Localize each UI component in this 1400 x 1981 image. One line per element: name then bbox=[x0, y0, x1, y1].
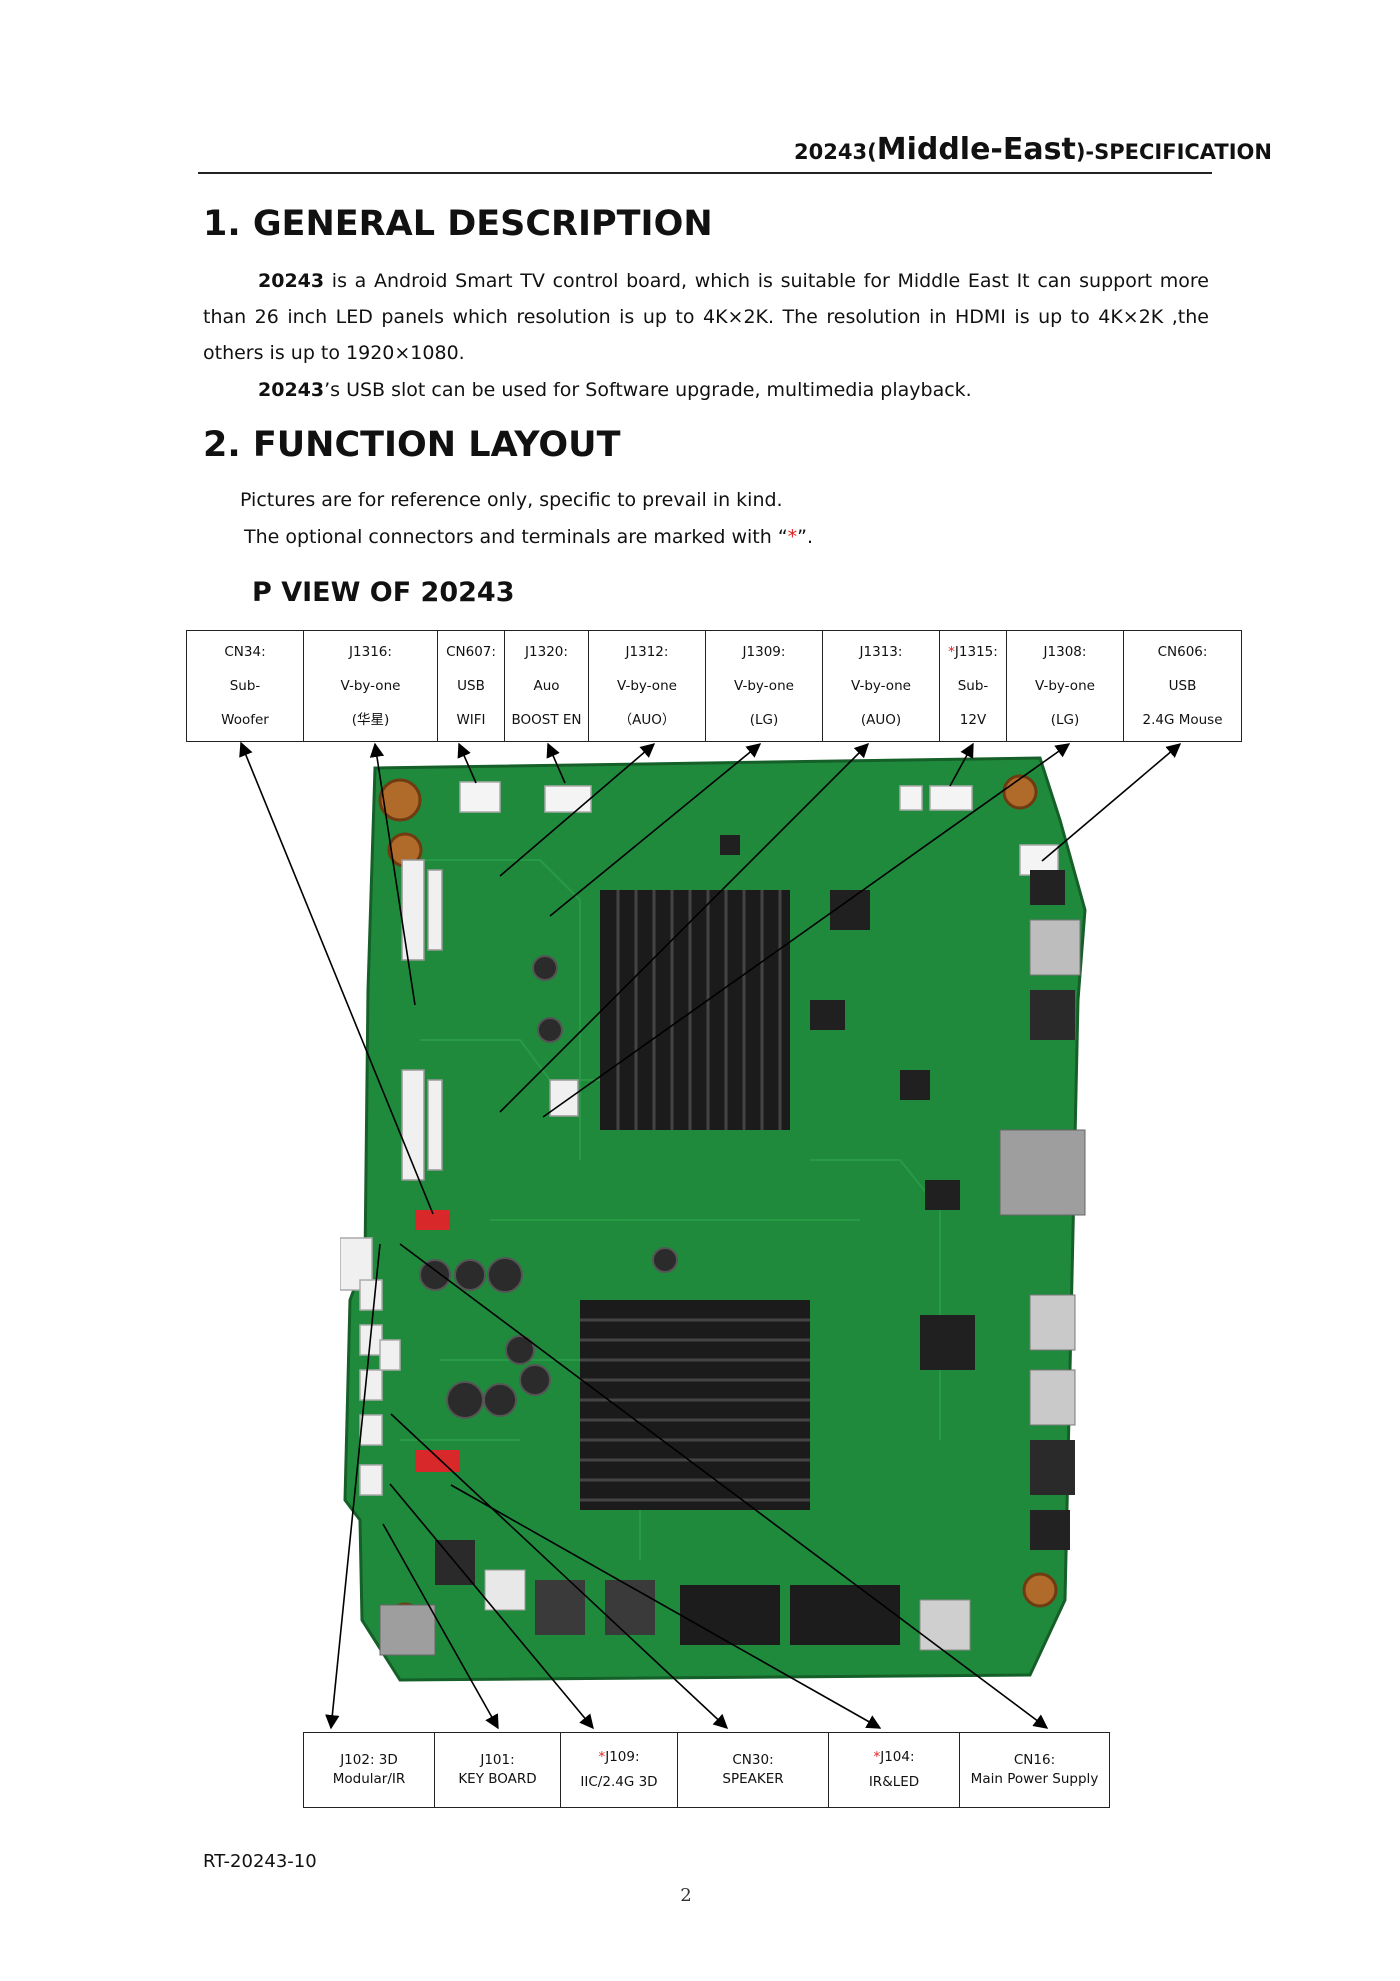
connector-id: J102: 3D bbox=[340, 1752, 398, 1768]
connector-desc: V-by-one bbox=[1035, 678, 1095, 694]
connector-desc: (LG) bbox=[749, 712, 779, 728]
connector-cell-j1316: J1316: V-by-one (华星) bbox=[303, 630, 438, 742]
connector-desc: V-by-one bbox=[734, 678, 794, 694]
model-name: 20243 bbox=[258, 270, 325, 292]
connector-desc: WIFI bbox=[456, 712, 486, 728]
connector-id: J1320: bbox=[525, 644, 568, 660]
header-divider bbox=[198, 172, 1212, 174]
connector-desc: IIC/2.4G 3D bbox=[580, 1774, 658, 1790]
p-view-title: P VIEW OF 20243 bbox=[252, 577, 515, 608]
connector-id: J1315: bbox=[954, 644, 998, 660]
connector-cell-j1313: J1313: V-by-one (AUO) bbox=[822, 630, 940, 742]
connector-desc: IR&LED bbox=[868, 1774, 920, 1790]
connector-desc: 2.4G Mouse bbox=[1142, 712, 1223, 728]
connector-id: J101: bbox=[480, 1752, 515, 1768]
connector-desc: (LG) bbox=[1050, 712, 1080, 728]
connector-desc: 12V bbox=[959, 712, 987, 728]
description-text: is a Android Smart TV control board, whi… bbox=[203, 270, 1209, 364]
model-name: 20243 bbox=[258, 379, 325, 401]
description-paragraph-2: 20243’s USB slot can be used for Softwar… bbox=[203, 372, 1209, 408]
connector-desc: KEY BOARD bbox=[458, 1771, 537, 1787]
connector-cell-j104: *J104: IR&LED bbox=[828, 1732, 960, 1808]
connector-cell-j1309: J1309: V-by-one (LG) bbox=[705, 630, 823, 742]
connector-cell-cn606: CN606: USB 2.4G Mouse bbox=[1123, 630, 1242, 742]
connector-desc: （AUO） bbox=[618, 712, 676, 728]
connector-id: J1309: bbox=[742, 644, 786, 660]
connector-desc: USB bbox=[1168, 678, 1197, 694]
optional-star: * bbox=[948, 644, 955, 660]
connector-cell-j1312: J1312: V-by-one （AUO） bbox=[588, 630, 706, 742]
heatsink-bottom bbox=[580, 1300, 810, 1510]
reference-note: Pictures are for reference only, specifi… bbox=[240, 489, 783, 511]
connector-desc: Modular/IR bbox=[332, 1771, 406, 1787]
connector-cell-j101: J101: KEY BOARD bbox=[434, 1732, 561, 1808]
connector-desc: Auo bbox=[533, 678, 560, 694]
connector-desc: Sub- bbox=[229, 678, 261, 694]
connector-id: CN16: bbox=[1013, 1752, 1056, 1768]
description-paragraph-1: 20243 is a Android Smart TV control boar… bbox=[203, 263, 1209, 371]
connector-desc: (华星) bbox=[351, 712, 390, 728]
header-title: 20243(Middle-East)-SPECIFICATION bbox=[660, 132, 1272, 167]
connector-cell-j102: J102: 3D Modular/IR bbox=[303, 1732, 435, 1808]
connector-desc: V-by-one bbox=[617, 678, 677, 694]
connector-id: CN606: bbox=[1157, 644, 1208, 660]
header-region: Middle-East bbox=[876, 132, 1076, 167]
connector-cell-j1308: J1308: V-by-one (LG) bbox=[1006, 630, 1124, 742]
connector-id: J1316: bbox=[349, 644, 392, 660]
connector-cell-cn34: CN34: Sub- Woofer bbox=[186, 630, 304, 742]
optional-marker-note: The optional connectors and terminals ar… bbox=[244, 526, 813, 548]
heatsink-top bbox=[600, 890, 790, 1130]
connector-desc: USB bbox=[457, 678, 485, 694]
header-suffix: )-SPECIFICATION bbox=[1075, 140, 1272, 164]
connector-desc: V-by-one bbox=[851, 678, 911, 694]
connector-cell-cn607: CN607: USB WIFI bbox=[437, 630, 505, 742]
usb-description-text: ’s USB slot can be used for Software upg… bbox=[324, 379, 972, 401]
connector-desc: BOOST EN bbox=[511, 712, 582, 728]
connector-cell-cn30: CN30: SPEAKER bbox=[677, 1732, 829, 1808]
section-title-general-description: 1. GENERAL DESCRIPTION bbox=[203, 204, 713, 244]
mainboard-photo bbox=[340, 756, 1087, 1682]
connector-id: J1312: bbox=[625, 644, 669, 660]
connector-desc: (AUO) bbox=[860, 712, 902, 728]
top-connector-table: CN34: Sub- Woofer J1316: V-by-one (华星) CN607… bbox=[186, 630, 1242, 742]
optional-star: * bbox=[873, 1749, 881, 1765]
connector-desc: Main Power Supply bbox=[970, 1771, 1099, 1787]
note-text: The optional connectors and terminals ar… bbox=[244, 526, 788, 548]
document-code: RT-20243-10 bbox=[203, 1851, 317, 1872]
connector-id: CN30: bbox=[732, 1752, 774, 1768]
connector-desc: Sub- bbox=[957, 678, 989, 694]
header-model: 20243( bbox=[794, 140, 877, 164]
connector-desc: Woofer bbox=[221, 712, 269, 728]
connector-desc: SPEAKER bbox=[722, 1771, 784, 1787]
page-number: 2 bbox=[680, 1885, 692, 1906]
note-text-end: ”. bbox=[797, 526, 814, 548]
optional-star-marker: * bbox=[787, 526, 798, 548]
connector-cell-cn16: CN16: Main Power Supply bbox=[959, 1732, 1110, 1808]
section-title-function-layout: 2. FUNCTION LAYOUT bbox=[203, 425, 621, 465]
optional-star: * bbox=[598, 1749, 606, 1765]
connector-cell-j1315: *J1315: Sub- 12V bbox=[939, 630, 1007, 742]
connector-desc: V-by-one bbox=[340, 678, 401, 694]
connector-id: J109: bbox=[605, 1749, 640, 1765]
connector-cell-j109: *J109: IIC/2.4G 3D bbox=[560, 1732, 678, 1808]
connector-id: J1308: bbox=[1043, 644, 1087, 660]
connector-id: CN34: bbox=[224, 644, 266, 660]
connector-id: J104: bbox=[880, 1749, 915, 1765]
connector-id: J1313: bbox=[859, 644, 903, 660]
connector-id: CN607: bbox=[446, 644, 496, 660]
